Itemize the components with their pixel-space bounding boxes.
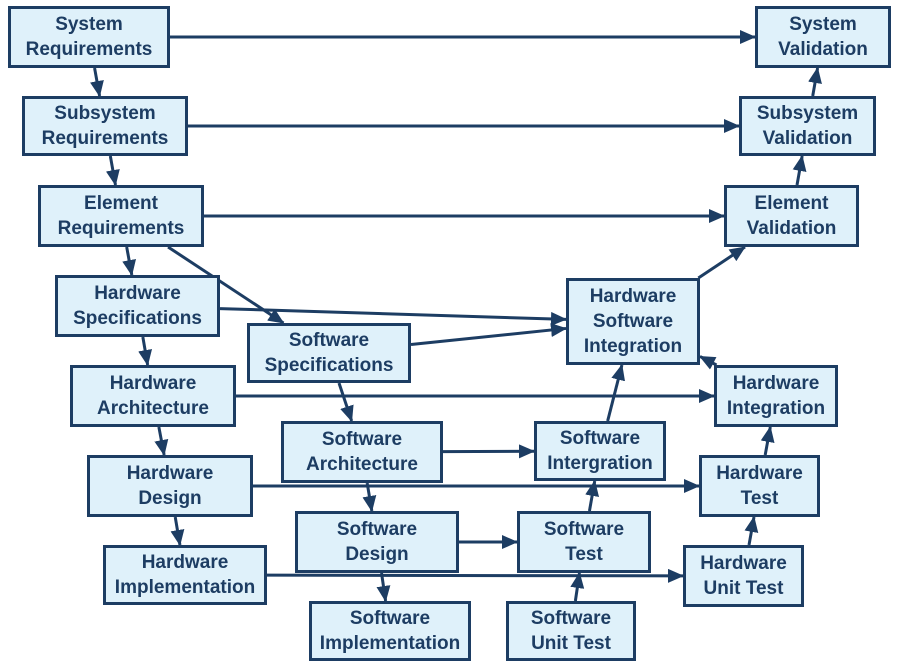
arrow-hardware-unit-test-to-hardware-test [744,516,759,546]
hardware-design-box: Hardware Design [87,455,253,517]
hardware-implementation-box: Hardware Implementation [103,545,267,605]
software-intergration-box: Software Intergration [534,421,666,481]
software-specifications-box: Software Specifications [247,323,411,383]
arrow-software-design-to-software-implementation [376,572,391,602]
arrow-software-intergration-to-hardware-software-integration [606,364,625,422]
arrow-hardware-specifications-to-hardware-architecture [138,336,153,366]
arrow-system-requirements-to-subsystem-requirements [90,67,104,97]
arrow-hardware-implementation-to-hardware-unit-test [266,568,684,583]
software-unit-test-box: Software Unit Test [506,601,636,661]
arrow-software-test-to-software-intergration [585,480,600,512]
hardware-test-box: Hardware Test [699,455,820,517]
hardware-unit-test-box: Hardware Unit Test [683,545,804,607]
arrow-software-specifications-to-software-architecture [337,382,354,422]
arrow-subsystem-requirements-to-element-requirements [105,155,120,186]
arrow-element-requirements-to-hardware-specifications [122,246,136,276]
software-implementation-box: Software Implementation [309,601,471,661]
arrow-hardware-specifications-to-hardware-software-integration [219,307,567,326]
arrow-hardware-test-to-hardware-integration [760,426,775,456]
arrow-subsystem-validation-to-system-validation [808,67,822,97]
subsystem-validation-box: Subsystem Validation [739,96,876,156]
subsystem-requirements-box: Subsystem Requirements [22,96,188,156]
arrow-hardware-software-integration-to-element-validation [697,245,746,280]
element-requirements-box: Element Requirements [38,185,204,247]
hardware-software-integration-box: Hardware Software Integration [566,278,700,365]
software-architecture-box: Software Architecture [281,421,443,483]
hardware-architecture-box: Hardware Architecture [70,365,236,427]
system-requirements-box: System Requirements [8,6,170,68]
hardware-integration-box: Hardware Integration [714,365,838,427]
hardware-specifications-box: Hardware Specifications [55,275,220,337]
arrow-element-validation-to-subsystem-validation [792,155,807,186]
arrow-software-unit-test-to-software-test [570,572,585,602]
arrow-hardware-integration-to-hardware-software-integration [699,355,718,370]
software-design-box: Software Design [295,511,459,573]
software-test-box: Software Test [517,511,651,573]
arrow-software-architecture-to-software-design [362,482,377,512]
system-validation-box: System Validation [755,6,891,68]
element-validation-box: Element Validation [724,185,859,247]
arrow-software-specifications-to-hardware-software-integration [410,323,567,346]
arrow-hardware-design-to-hardware-implementation [170,516,185,546]
arrow-hardware-architecture-to-hardware-design [154,426,169,456]
